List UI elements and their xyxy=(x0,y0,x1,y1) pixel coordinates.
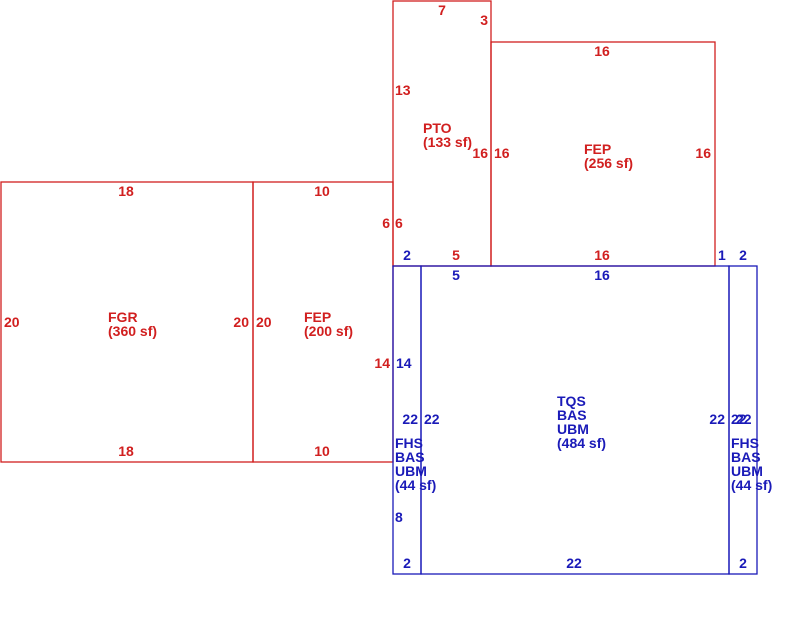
fhs-left-dim-side-a: 14 xyxy=(396,355,412,371)
pto-dim-right: 16 xyxy=(472,145,488,161)
fhs-left-dim-side-b: 22 xyxy=(402,411,418,427)
fhs-right-outline xyxy=(728,265,758,575)
fhs-right-dim-right: 22 xyxy=(736,411,752,427)
fgr-dim-top: 18 xyxy=(118,183,134,199)
fhs-left-dim-top: 2 xyxy=(403,247,411,263)
fep-top-dim-bottom: 16 xyxy=(594,247,610,263)
fhs-left-dim-bottom: 2 xyxy=(403,555,411,571)
fhs-right-dim-top: 2 xyxy=(739,247,747,263)
pto-dim-left-lower: 6 xyxy=(395,215,403,231)
pto-dim-left: 13 xyxy=(395,82,411,98)
fhs-left-dim-side-c: 8 xyxy=(395,509,403,525)
tqs-dim-top-left: 5 xyxy=(452,267,460,283)
fhs-right-ubm: UBM xyxy=(731,463,763,479)
tqs-bas: BAS xyxy=(557,407,587,423)
fep-left-area: (200 sf) xyxy=(304,323,353,339)
fgr-dim-left: 20 xyxy=(4,314,20,330)
pto-dim-top-right: 3 xyxy=(480,12,488,28)
fep-top-area: (256 sf) xyxy=(584,155,633,171)
tqs-ubm: UBM xyxy=(557,421,589,437)
fhs-right-bas: BAS xyxy=(731,449,761,465)
fhs-left-code: FHS xyxy=(395,435,423,451)
fhs-right-area: (44 sf) xyxy=(731,477,772,493)
pto-dim-bottom: 5 xyxy=(452,247,460,263)
fep-left-dim-top: 10 xyxy=(314,183,330,199)
fgr-code: FGR xyxy=(108,309,138,325)
tqs-dim-right: 22 xyxy=(709,411,725,427)
fgr-area: (360 sf) xyxy=(108,323,157,339)
fep-top-dim-bottom-right: 1 xyxy=(718,247,726,263)
tqs-dim-top: 16 xyxy=(594,267,610,283)
fep-top-code: FEP xyxy=(584,141,611,157)
tqs-area: (484 sf) xyxy=(557,435,606,451)
fep-left-dim-right-lower: 14 xyxy=(374,355,390,371)
fep-left-code: FEP xyxy=(304,309,331,325)
fhs-right-code: FHS xyxy=(731,435,759,451)
fhs-left-bas: BAS xyxy=(395,449,425,465)
fep-top-dim-top: 16 xyxy=(594,43,610,59)
fhs-right-dim-bottom: 2 xyxy=(739,555,747,571)
fep-top-dim-left: 16 xyxy=(494,145,510,161)
tqs-dim-bottom: 22 xyxy=(566,555,582,571)
fhs-left-area: (44 sf) xyxy=(395,477,436,493)
fhs-left-ubm: UBM xyxy=(395,463,427,479)
tqs-dim-left: 22 xyxy=(424,411,440,427)
fgr-dim-bottom: 18 xyxy=(118,443,134,459)
fhs-right-dim-left: 22 xyxy=(731,411,747,427)
fep-top-dim-right: 16 xyxy=(695,145,711,161)
pto-area: (133 sf) xyxy=(423,134,472,150)
fep-left-dim-bottom: 10 xyxy=(314,443,330,459)
fep-left-dim-right-upper: 6 xyxy=(382,215,390,231)
fep-left-dim-left: 20 xyxy=(256,314,272,330)
pto-dim-top: 7 xyxy=(438,2,446,18)
fgr-dim-right: 20 xyxy=(233,314,249,330)
pto-code: PTO xyxy=(423,120,452,136)
tqs-code: TQS xyxy=(557,393,586,409)
